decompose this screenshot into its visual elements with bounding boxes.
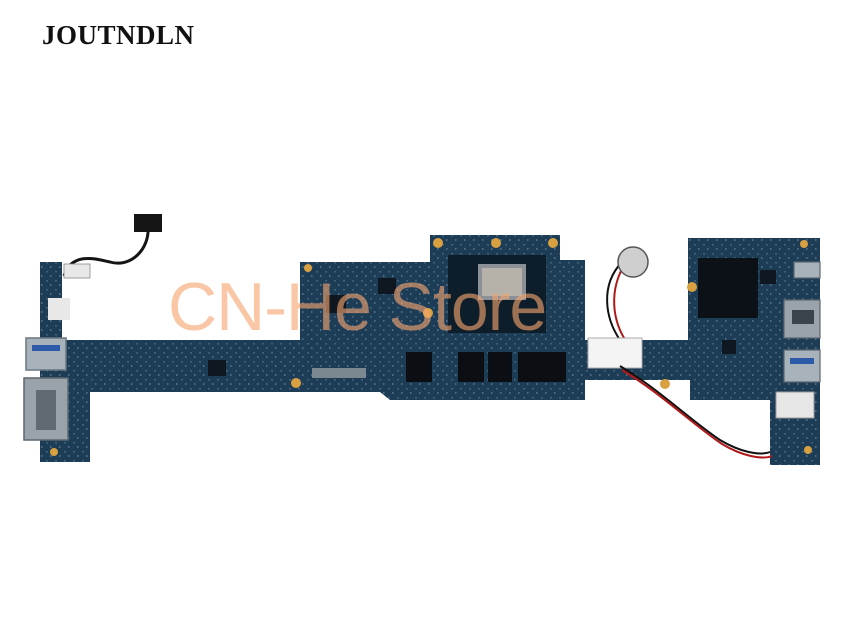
left-cable bbox=[62, 214, 162, 279]
cpu-chip bbox=[448, 255, 546, 333]
brand-logo-text: JOUTNDLN bbox=[42, 20, 195, 50]
coin-battery bbox=[587, 246, 773, 459]
black-panel bbox=[698, 258, 758, 318]
right-ports bbox=[775, 261, 821, 419]
small-chips bbox=[208, 270, 776, 378]
memory-chips bbox=[406, 352, 566, 382]
pcb-board bbox=[40, 235, 820, 465]
mounting-pads bbox=[50, 238, 812, 456]
left-ports bbox=[23, 298, 70, 441]
